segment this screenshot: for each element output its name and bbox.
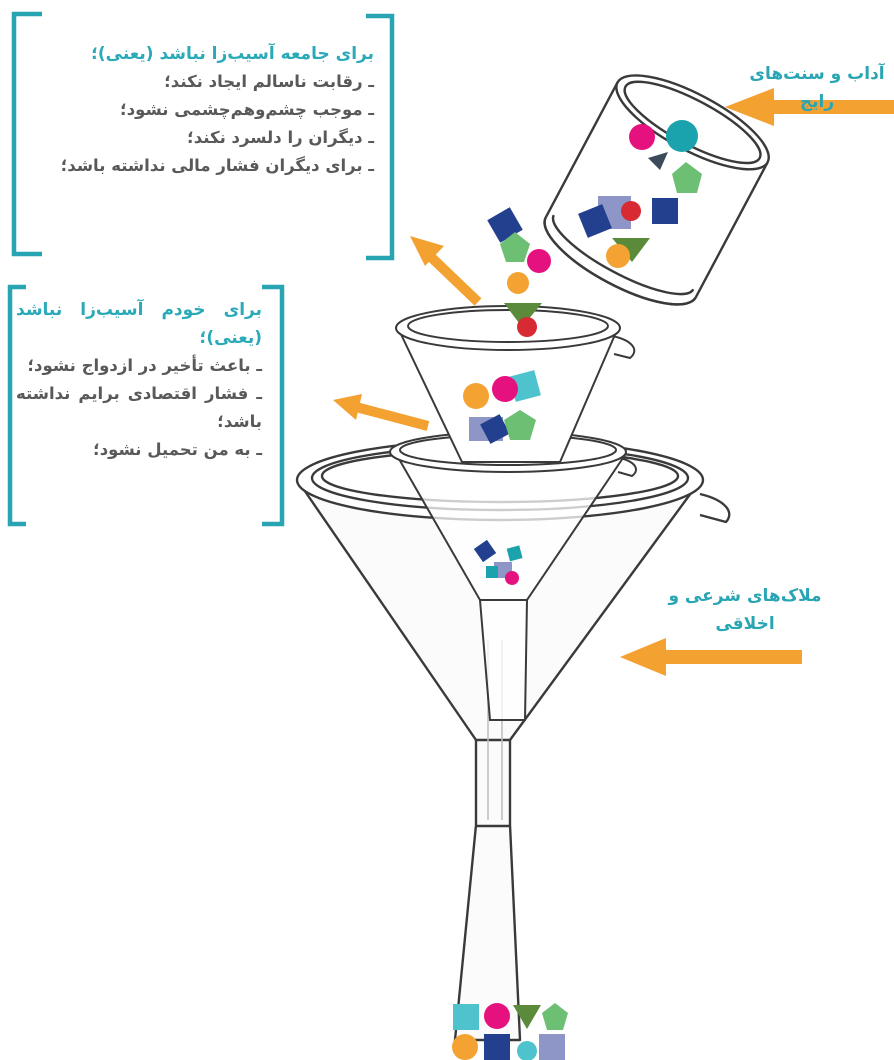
sharia-label: ملاک‌های شرعی و اخلاقی <box>668 586 822 634</box>
self-criteria-box: برای خودم آسیب‌زا نباشد (یعنی)؛ ـ باعث ت… <box>16 296 262 464</box>
society-criteria-box: برای جامعه آسیب‌زا نباشد (یعنی)؛ ـ رقابت… <box>40 40 374 180</box>
shapes-in-cylinder <box>578 120 702 268</box>
self-criteria-item: ـ فشار اقتصادی برایم نداشته باشد؛ <box>16 384 262 431</box>
output-shapes <box>452 1003 568 1060</box>
society-criteria-title: برای جامعه آسیب‌زا نباشد (یعنی)؛ <box>91 44 374 64</box>
society-criteria-item: ـ رقابت ناسالم ایجاد نکند؛ <box>164 72 374 91</box>
society-box-bracket <box>11 11 395 261</box>
society-criteria-item: ـ موجب چشم‌وهم‌چشمی نشود؛ <box>120 100 374 119</box>
arrow-society-out <box>410 236 482 306</box>
arrow-self-out <box>333 394 430 431</box>
arrow-customs-in <box>725 88 894 126</box>
self-box-bracket <box>7 284 285 527</box>
arrow-sharia-in <box>620 638 802 676</box>
self-criteria-item: ـ به من تحمیل نشود؛ <box>93 440 262 459</box>
society-criteria-item: ـ برای دیگران فشار مالی نداشته باشد؛ <box>60 156 374 175</box>
self-criteria-title: برای خودم آسیب‌زا نباشد (یعنی)؛ <box>16 300 262 348</box>
shapes-in-middle-funnel <box>473 539 523 585</box>
society-criteria-item: ـ دیگران را دلسرد نکند؛ <box>187 128 374 147</box>
shapes-in-small-funnel <box>463 370 541 444</box>
self-criteria-item: ـ باعث تأخیر در ازدواج نشود؛ <box>27 356 262 375</box>
customs-label: آداب و سنت‌های رایج <box>749 64 885 112</box>
falling-shapes <box>487 207 551 337</box>
